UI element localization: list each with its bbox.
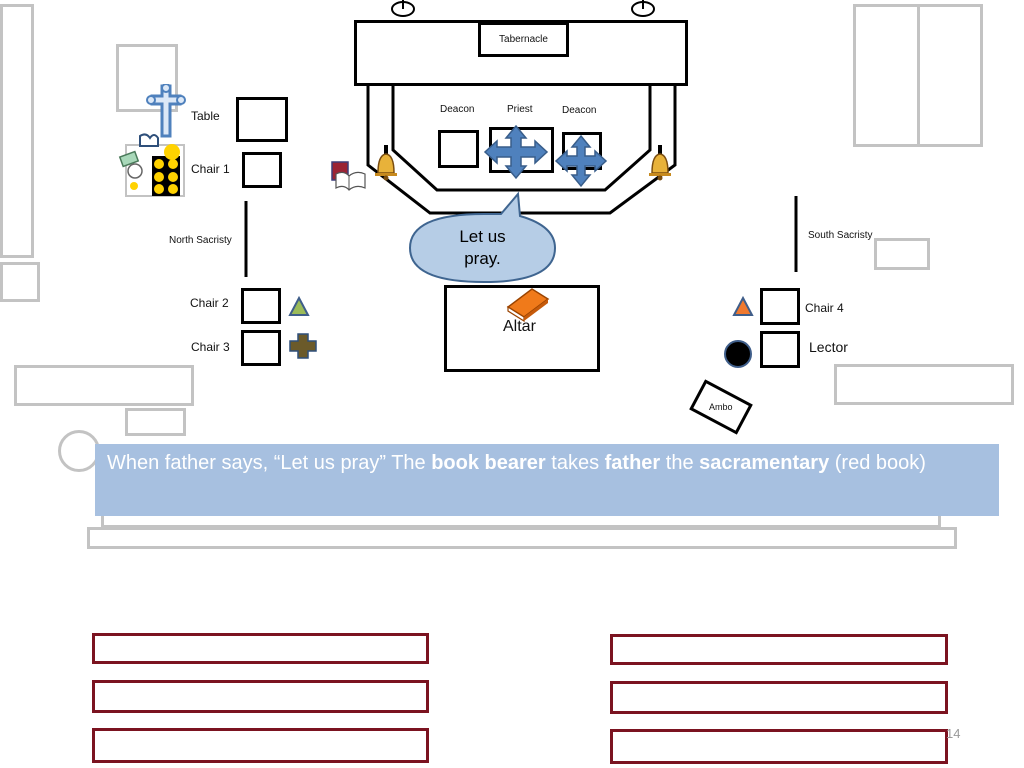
speech-bubble-shape xyxy=(408,191,557,284)
right-bench xyxy=(834,364,1014,405)
chair1-label: Chair 1 xyxy=(191,162,230,176)
tabernacle-label: Tabernacle xyxy=(499,34,548,45)
north-sacristy-label: North Sacristy xyxy=(169,235,232,246)
triangle-green-icon xyxy=(288,296,310,316)
chair2-label: Chair 2 xyxy=(190,296,229,310)
caption-bold-book-bearer: book bearer xyxy=(431,452,546,474)
caption-text-1: When father says, “Let us pray” The xyxy=(107,452,432,474)
lector-position-icon xyxy=(724,340,752,368)
pew-right-2 xyxy=(610,681,948,714)
chair4-label: Chair 4 xyxy=(805,301,844,315)
pew-left-1 xyxy=(92,633,429,664)
chair1-seat xyxy=(242,152,282,188)
caption-text-3: the xyxy=(660,452,700,474)
priest-label: Priest xyxy=(507,104,533,115)
speech-bubble-text: Let us pray. xyxy=(409,213,556,283)
altar-bell-icon xyxy=(649,145,671,181)
server-items-icons xyxy=(118,133,180,196)
cross-brown-icon xyxy=(289,333,317,359)
caption-bold-sacramentary: sacramentary xyxy=(699,452,830,474)
credence-shelf xyxy=(116,44,178,112)
speech-line-2: pray. xyxy=(464,249,501,268)
lector-seat xyxy=(760,331,800,368)
altar-bell-icon xyxy=(375,145,397,181)
deacon-right-label: Deacon xyxy=(562,105,597,116)
left-wall-panel xyxy=(0,4,34,258)
page-number: 14 xyxy=(946,726,961,741)
chair4-seat xyxy=(760,288,800,325)
pew-right-1 xyxy=(610,634,948,665)
sanctuary-rail-inner xyxy=(391,86,652,192)
chair2-seat xyxy=(241,288,281,324)
candle-stand-left xyxy=(391,0,415,17)
sacramentary-book-icon xyxy=(506,288,550,323)
priest-position-icon xyxy=(483,124,549,180)
candle-stand-right xyxy=(631,0,655,17)
speech-line-1: Let us xyxy=(459,227,506,246)
chair3-seat xyxy=(241,330,281,366)
triangle-orange-icon xyxy=(732,296,754,316)
caption-text-4: (red book) xyxy=(829,452,926,474)
south-sacristy-door xyxy=(874,238,930,270)
processional-cross-icon xyxy=(146,84,186,138)
open-book-icon xyxy=(331,161,366,191)
south-sacristy-label: South Sacristy xyxy=(808,230,873,241)
left-bench-step xyxy=(125,408,186,436)
instruction-caption: When father says, “Let us pray” The book… xyxy=(95,444,999,516)
tabernacle-box: Tabernacle xyxy=(478,22,569,57)
caption-bold-father: father xyxy=(604,452,661,474)
left-wall-step xyxy=(0,262,40,302)
deacon-left-seat xyxy=(438,130,479,168)
pew-left-2 xyxy=(92,680,429,713)
chair3-label: Chair 3 xyxy=(191,340,230,354)
lector-label: Lector xyxy=(809,339,848,355)
ambo-label: Ambo xyxy=(709,401,733,412)
left-bench xyxy=(14,365,194,406)
credence-table xyxy=(236,97,288,142)
right-wall-divider xyxy=(917,4,920,147)
altar-rail-front xyxy=(87,527,957,549)
pew-left-3 xyxy=(92,728,429,763)
caption-text-2: takes xyxy=(545,452,605,474)
deacon-left-label: Deacon xyxy=(440,104,475,115)
table-label: Table xyxy=(191,109,220,123)
deacon-position-icon xyxy=(554,134,608,188)
altar-label: Altar xyxy=(503,318,536,335)
pew-right-3 xyxy=(610,729,948,764)
